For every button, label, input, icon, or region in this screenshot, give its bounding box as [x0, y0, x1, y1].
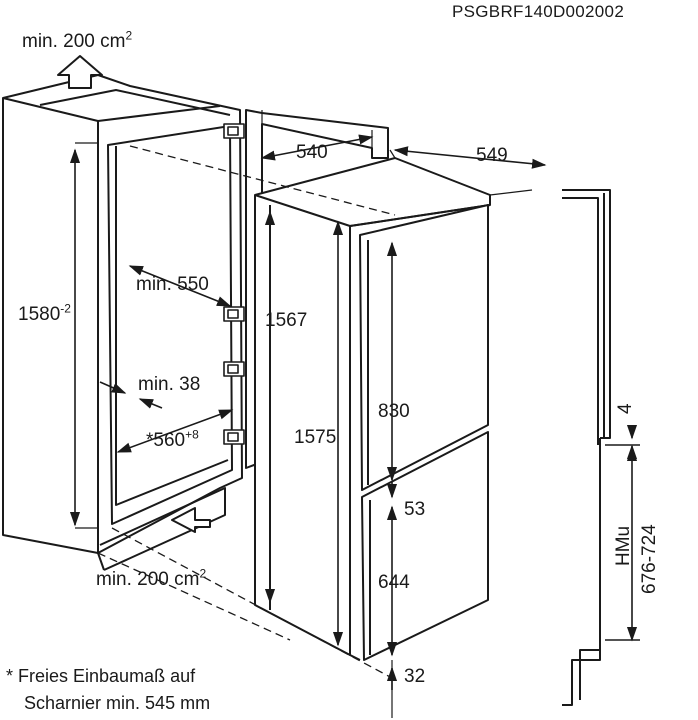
vent-top-label: min. 200 cm2 — [22, 28, 133, 52]
appliance-body — [254, 157, 491, 661]
vent-bottom-sup: 2 — [199, 566, 207, 581]
vent-bottom-label: min. 200 cm2 — [96, 566, 207, 590]
door-gap-label: 53 — [404, 499, 426, 520]
footnote-line1: * Freies Einbaumaß auf — [6, 666, 196, 686]
vent-top-sup: 2 — [125, 28, 133, 43]
dashed-reference-lines — [97, 145, 396, 679]
niche-width-sup: +8 — [185, 427, 199, 442]
vent-top-text: min. 200 cm — [22, 31, 126, 52]
plinth-gap-label: 32 — [404, 666, 426, 687]
niche-width-text: *560 — [146, 430, 186, 451]
dimension-lines — [69, 134, 640, 690]
height-total-label: 1575 — [294, 427, 337, 448]
niche-height-label: 1580-2 — [18, 301, 71, 325]
side-section-view — [562, 189, 611, 706]
door-range-value: 676-724 — [639, 524, 660, 594]
niche-height-sup: -2 — [60, 301, 71, 316]
vent-bottom-text: min. 200 cm — [96, 569, 200, 590]
door-upper-label: 830 — [378, 401, 410, 422]
door-range-label: HMu — [613, 525, 634, 566]
vent-arrow-top — [57, 55, 103, 89]
depth-body-label: 540 — [296, 142, 328, 163]
niche-width-label: *560+8 — [146, 427, 199, 451]
diagram-code: PSGBRF140D002002 — [452, 2, 625, 21]
niche-depth-label: min. 550 — [136, 274, 209, 295]
rear-gap-label: min. 38 — [138, 374, 201, 395]
door-lower-label: 644 — [378, 572, 410, 593]
footnote-line2: Scharnier min. 545 mm — [24, 693, 211, 713]
side-gap-label: 4 — [615, 403, 636, 414]
depth-total-label: 549 — [476, 145, 508, 166]
vent-arrow-bottom — [171, 507, 211, 533]
hinges — [223, 123, 245, 445]
height-hinge-label: 1567 — [265, 310, 308, 331]
niche-height-text: 1580 — [18, 304, 61, 325]
